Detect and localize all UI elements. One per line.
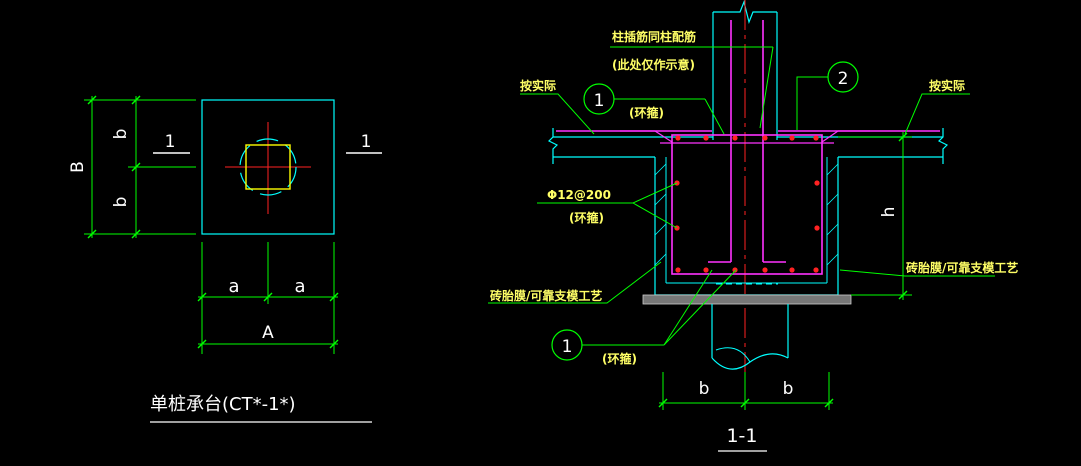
- rebar-dot: [732, 267, 738, 273]
- dim-tick-5: [131, 229, 141, 239]
- dim-tick-6: [197, 292, 207, 302]
- column-outline: [245, 144, 291, 190]
- rebar-dot: [732, 135, 738, 141]
- label-stirrup-note: (环箍): [569, 210, 604, 225]
- dim-label-b-top: b: [111, 129, 131, 140]
- slab-break-left: [547, 128, 559, 164]
- rebar-dot: [762, 135, 768, 141]
- pile-cap-outline: [201, 99, 335, 235]
- plan-title: 单桩承台(CT*-1*): [150, 394, 296, 415]
- cushion-layer: [642, 294, 852, 305]
- brick-hatch-1: [654, 163, 667, 176]
- leader-callout-1-bottom-2: [663, 269, 713, 346]
- rebar-dot: [703, 135, 709, 141]
- plan-view: B b b 1 1 a a A 单桩承台(CT*-1*): [68, 95, 382, 423]
- rebar-dot: [813, 267, 819, 273]
- label-stirrup: Φ12@200: [547, 188, 611, 202]
- dim-label-b-bottom: b: [111, 197, 131, 208]
- dim-label-a-left: a: [228, 276, 239, 297]
- dim-h-tick-top: [898, 132, 908, 142]
- leader-stirrup-2: [632, 182, 678, 204]
- dim-tick-10: [329, 339, 339, 349]
- brick-hatch-6: [826, 193, 839, 206]
- slab-break-right: [937, 128, 949, 164]
- callout-1-bottom: 1: [562, 337, 573, 357]
- label-depth-right: 按实际: [929, 78, 965, 93]
- callout-2: 2: [838, 69, 849, 89]
- section-view: 柱插筋同柱配筋 (此处仅作示意) 1 (环箍) 2 按实际 按实际 Φ12@20…: [488, 0, 1018, 452]
- callout-1-top-note: (环箍): [629, 105, 664, 120]
- dim-label-a-right: a: [294, 276, 305, 297]
- dim-label-B: B: [68, 161, 88, 173]
- leader-callout-1-bottom-3: [663, 269, 737, 346]
- dim-label-b-right: b: [783, 379, 794, 399]
- slab-bend-right: [821, 130, 870, 143]
- rebar-dots: [674, 135, 820, 273]
- dim-tick-9: [197, 339, 207, 349]
- dim-b-tick-3: [824, 398, 834, 408]
- column-break-line: [713, 0, 777, 24]
- leader-callout-1-top-2: [704, 98, 725, 135]
- dim-tick-8: [329, 292, 339, 302]
- rebar-dot: [703, 267, 709, 273]
- rebar-dot: [675, 267, 681, 273]
- rebar-dot: [813, 135, 819, 141]
- brick-hatch-7: [826, 223, 839, 236]
- rebar-dot: [762, 267, 768, 273]
- dim-tick-3: [131, 95, 141, 105]
- brick-hatch-2: [654, 193, 667, 206]
- dim-h-tick-bottom: [898, 290, 908, 300]
- section-mark-left: 1: [165, 132, 176, 152]
- leader-depth-left: [520, 93, 595, 135]
- brick-hatch-8: [826, 253, 839, 266]
- rebar-dot: [814, 225, 820, 231]
- slab-bend-left: [620, 130, 673, 143]
- dim-tick-7: [263, 292, 273, 302]
- label-brick-left: 砖胎膜/可靠支模工艺: [490, 288, 602, 303]
- brick-hatch-3: [654, 223, 667, 236]
- leader-stirrup-3: [632, 202, 678, 229]
- brick-hatch-5: [826, 163, 839, 176]
- rebar-dot: [814, 180, 820, 186]
- pile-circle: [239, 138, 297, 196]
- label-column-rebar: 柱插筋同柱配筋: [612, 29, 696, 44]
- section-mark-right: 1: [361, 132, 372, 152]
- leader-brick-right: [839, 269, 995, 277]
- rebar-dot: [789, 135, 795, 141]
- dim-tick-2: [87, 229, 97, 239]
- dim-label-h: h: [879, 207, 899, 218]
- leader-brick-left: [488, 261, 662, 304]
- dim-tick-1: [87, 95, 97, 105]
- dim-b-tick-1: [658, 398, 668, 408]
- leader-callout-2: [796, 76, 828, 130]
- cap-stirrup: [671, 134, 823, 275]
- dim-b-tick-2: [740, 398, 750, 408]
- leader-depth-right: [904, 93, 970, 135]
- section-title: 1-1: [726, 425, 757, 447]
- label-column-rebar-note: (此处仅作示意): [612, 57, 695, 72]
- rebar-dot: [675, 135, 681, 141]
- callout-1-bottom-note: (环箍): [602, 351, 637, 366]
- pile-break-inner: [715, 347, 751, 363]
- label-depth-left: 按实际: [520, 78, 556, 93]
- callout-1-top: 1: [594, 91, 605, 111]
- leader-column-rebar-2: [759, 46, 774, 129]
- dim-tick-4: [131, 162, 141, 172]
- rebar-dot: [789, 267, 795, 273]
- dim-label-b-left: b: [699, 379, 710, 399]
- dim-label-A: A: [262, 323, 274, 343]
- label-brick-right: 砖胎膜/可靠支模工艺: [906, 260, 1018, 275]
- brick-hatch-4: [654, 253, 667, 266]
